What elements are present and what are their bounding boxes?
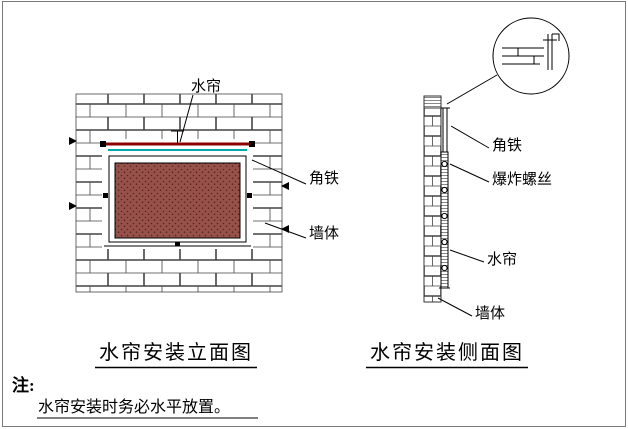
note-label: 注: (12, 375, 35, 395)
note-block: 注: 水帘安装时务必水平放置。 (12, 375, 258, 419)
leader-line-curtain-side (449, 249, 485, 263)
leader-line-wall (264, 222, 307, 239)
angle-iron-side-label: 角铁 (492, 137, 522, 154)
expansion-bolt (441, 212, 448, 220)
expansion-bolt-label: 爆炸螺丝 (492, 171, 552, 188)
wall-edge-marker (281, 182, 289, 190)
expansion-bolt (441, 186, 448, 194)
wall-label: 墙体 (309, 225, 339, 242)
wall-side-label: 墙体 (475, 305, 505, 322)
wall-edge-marker (69, 202, 77, 210)
anchor-bolt (247, 193, 252, 198)
expansion-bolt (441, 264, 448, 272)
anchor-bolt (249, 141, 255, 147)
leader-line-angle-iron-side (450, 125, 490, 149)
side-title: 水帘安装侧面图 (370, 341, 524, 364)
wall-top-cap (423, 95, 442, 109)
expansion-bolt (441, 238, 448, 246)
leader-line-angle-iron (251, 159, 307, 185)
leader-line-curtain (179, 94, 194, 143)
angle-iron-side (441, 107, 450, 152)
detail-bubble-content (502, 33, 560, 70)
elevation-title: 水帘安装立面图 (99, 341, 253, 364)
anchor-bolt (100, 141, 106, 147)
leader-line-expansion-bolt (449, 163, 490, 183)
anchor-bolt (175, 242, 180, 246)
anchor-bolt (103, 193, 108, 198)
curtain-side-label: 水帘 (487, 251, 517, 268)
detail-callout-line (446, 74, 498, 105)
water-curtain-panel (114, 162, 241, 239)
expansion-bolt (441, 160, 448, 168)
side-view: 角铁 爆炸螺丝 水帘 墙体 水帘安装侧面图 (366, 17, 570, 369)
angle-iron-label: 角铁 (309, 170, 339, 187)
leader-line-wall-side (437, 297, 473, 317)
note-text: 水帘安装时务必水平放置。 (38, 398, 230, 416)
wall-edge-marker (69, 137, 77, 145)
brick-wall-side (423, 95, 442, 303)
curtain-label: 水帘 (191, 78, 221, 95)
elevation-view: 水帘 角铁 墙体 水帘安装立面图 (69, 78, 339, 369)
